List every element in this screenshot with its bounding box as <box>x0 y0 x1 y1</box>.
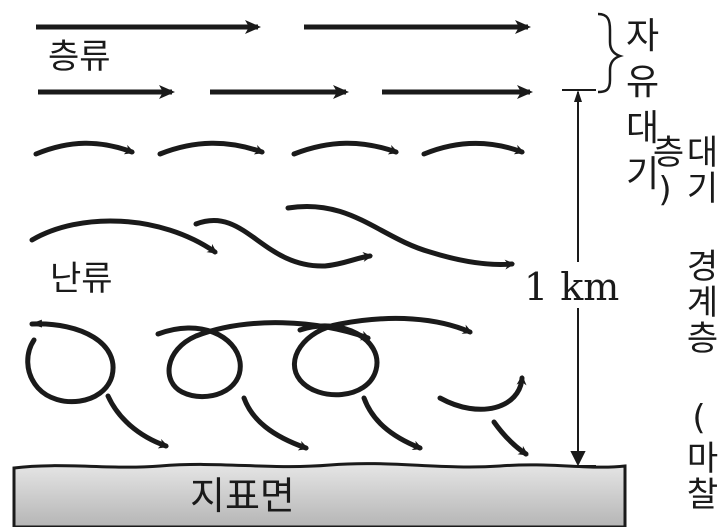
wavy-flow-arrows <box>29 204 515 270</box>
free-atmosphere-brace <box>597 12 624 94</box>
down-flow-arrow <box>241 395 309 451</box>
down-flow-arrow <box>105 393 169 449</box>
curved-arrow <box>33 140 135 157</box>
height-indicator <box>562 89 596 467</box>
wavy-arrow <box>285 204 515 270</box>
curved-arrow <box>157 140 265 157</box>
turbulent-flow-arrows <box>25 316 529 457</box>
laminar-flow-label: 층류 <box>48 37 111 77</box>
transition-flow-arrows <box>33 140 525 157</box>
ground-surface <box>12 462 627 527</box>
down-flow-arrow <box>361 395 423 451</box>
turbulent-flow-label: 난류 <box>50 259 113 299</box>
surface-label: 지표면 <box>190 474 295 518</box>
eddy-loop <box>25 319 116 405</box>
curved-arrow <box>421 140 525 157</box>
eddy-loop <box>155 320 371 399</box>
down-flow-arrow <box>491 419 529 457</box>
curved-arrow <box>291 140 399 157</box>
free-atmosphere-label: 자유 대기 <box>626 16 660 195</box>
wavy-arrow <box>29 218 218 255</box>
laminar-flow-arrows <box>36 20 533 99</box>
boundary-layer-label: 대기 경계층 (마찰층) <box>645 134 719 512</box>
wavy-arrow <box>193 217 373 269</box>
eddy-loop <box>292 316 473 398</box>
height-label: 1 km <box>524 265 620 309</box>
eddy-loop <box>437 375 527 412</box>
height-bottom-arrowhead <box>570 451 586 467</box>
